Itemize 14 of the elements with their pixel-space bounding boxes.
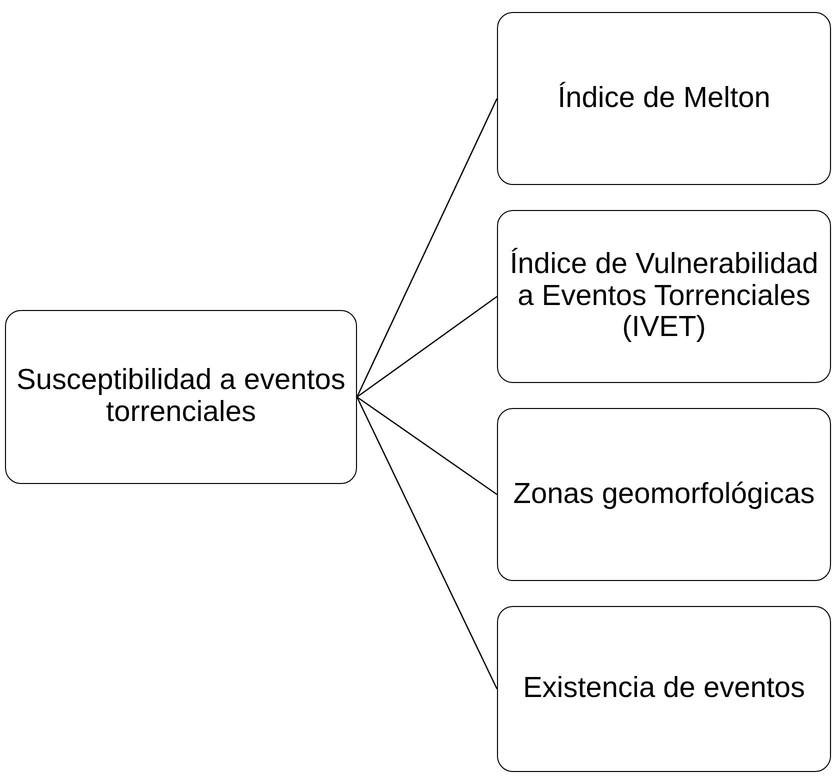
box-label: Índice de Vulnerabilidad a Eventos Torrenciales (IVET) (508, 248, 820, 344)
rounded-box (5, 310, 357, 484)
rounded-box (497, 12, 831, 185)
box-label: Susceptibilidad a eventos torrenciales (16, 365, 346, 429)
box-label: Zonas geomorfológicas (513, 478, 815, 510)
connector-line (356, 396, 498, 690)
connector-line (356, 98, 498, 398)
box-label: Existencia de eventos (522, 673, 806, 705)
box-label: Índice de Melton (558, 82, 770, 114)
connector-line (356, 296, 498, 398)
rounded-box (497, 606, 831, 772)
connector-line (356, 396, 498, 496)
rounded-box (497, 408, 831, 581)
rounded-box (497, 210, 831, 383)
